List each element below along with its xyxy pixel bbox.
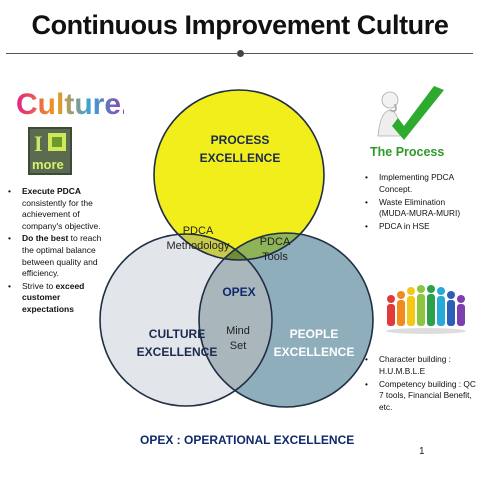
mind-set-label: Mind [226, 325, 250, 337]
svg-text:I: I [34, 131, 43, 156]
pdca-tools-label-2: Tools [262, 251, 288, 263]
svg-text:more: more [32, 157, 64, 172]
list-item: Waste Elimination (MUDA-MURA-MURI) [363, 197, 477, 221]
list-item: Strive to exceed customer expectations [6, 281, 106, 316]
page-number: 1 [419, 446, 425, 457]
list-item: Character building : H.U.M.B.L.E [363, 354, 479, 378]
title-divider-left [6, 53, 237, 54]
svg-text:The Process: The Process [370, 145, 444, 159]
people-excellence-label: PEOPLE [290, 327, 339, 341]
culture-excellence-label: CULTURE [149, 327, 205, 341]
opex-center-label: OPEX [222, 285, 255, 299]
list-item: Execute PDCA consistently for the achiev… [6, 186, 106, 232]
people-bullet-list: Character building : H.U.M.B.L.E Compete… [363, 354, 479, 415]
list-item: Competency building : QC 7 tools, Financ… [363, 379, 479, 414]
people-group-icon [384, 283, 470, 339]
pdca-methodology-label-2: Methodology [167, 240, 230, 252]
culture-bullet-list: Execute PDCA consistently for the achiev… [6, 186, 106, 317]
process-excellence-label-2: EXCELLENCE [200, 151, 281, 165]
process-excellence-label: PROCESS [211, 133, 270, 147]
list-item: PDCA in HSE [363, 221, 477, 233]
the-process-logo: The Process [368, 86, 452, 166]
page-title: Continuous Improvement Culture [31, 10, 449, 40]
culture-logo: Culture. [14, 84, 124, 122]
process-bullet-list: Implementing PDCA Concept. Waste Elimina… [363, 172, 477, 234]
people-excellence-label-2: EXCELLENCE [274, 345, 355, 359]
diagram-caption: OPEX : OPERATIONAL EXCELLENCE [140, 433, 355, 447]
culture-logo-text: Culture. [16, 88, 124, 121]
i-more-logo: I more [28, 127, 72, 175]
title-divider-right [244, 53, 473, 54]
list-item: Implementing PDCA Concept. [363, 172, 477, 196]
title-divider-dot [237, 50, 244, 57]
process-circle [154, 90, 324, 260]
pdca-methodology-label: PDCA [183, 225, 214, 237]
culture-people-overlap [199, 234, 272, 406]
pdca-tools-label: PDCA [260, 236, 291, 248]
list-item: Do the best to reach the optimal balance… [6, 233, 106, 279]
culture-excellence-label-2: EXCELLENCE [137, 345, 218, 359]
mind-set-label-2: Set [230, 340, 247, 352]
